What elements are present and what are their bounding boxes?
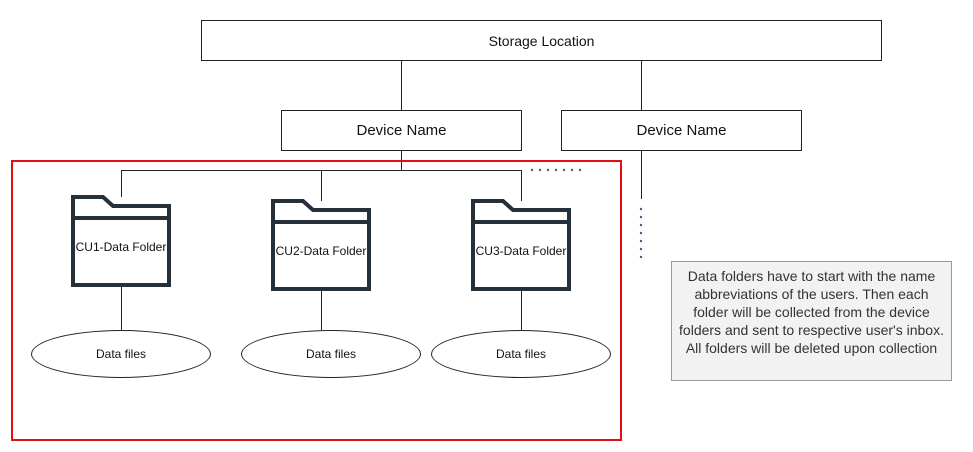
connector-folder2-files — [321, 290, 322, 330]
connector-folder3-files — [521, 290, 522, 330]
data-files-label: Data files — [95, 347, 147, 361]
data-files-label: Data files — [305, 347, 357, 361]
folder-cu3: CU3-Data Folder — [471, 199, 571, 291]
horizontal-continuation-dots — [530, 168, 582, 172]
storage-location-box: Storage Location — [201, 20, 882, 61]
connector-storage-device2 — [641, 61, 642, 110]
highlight-region — [11, 160, 622, 441]
folder-icon — [71, 195, 171, 287]
connector-folder1-files — [121, 285, 122, 330]
device-name-label: Device Name — [636, 122, 727, 139]
data-files-ellipse-3: Data files — [431, 330, 611, 378]
device-name-box-1: Device Name — [281, 110, 522, 151]
folder-label: CU2-Data Folder — [275, 244, 367, 258]
note-box: Data folders have to start with the name… — [671, 261, 952, 381]
folder-label: CU1-Data Folder — [75, 240, 167, 254]
data-files-ellipse-2: Data files — [241, 330, 421, 378]
connector-device2-down — [641, 151, 642, 199]
data-files-ellipse-1: Data files — [31, 330, 211, 378]
folder-cu2: CU2-Data Folder — [271, 199, 371, 291]
vertical-continuation-dots — [639, 207, 643, 259]
folder-label: CU3-Data Folder — [475, 244, 567, 258]
device-name-label: Device Name — [356, 122, 447, 139]
connector-folder2-drop — [321, 170, 322, 201]
connector-folder3-drop — [521, 170, 522, 201]
data-files-label: Data files — [495, 347, 547, 361]
folder-icon — [271, 199, 371, 291]
connector-folder1-drop — [121, 170, 122, 197]
folder-icon — [471, 199, 571, 291]
device-name-box-2: Device Name — [561, 110, 802, 151]
storage-location-label: Storage Location — [488, 32, 595, 49]
folder-cu1: CU1-Data Folder — [71, 195, 171, 287]
note-text: Data folders have to start with the name… — [679, 268, 944, 356]
connector-storage-device1 — [401, 61, 402, 110]
